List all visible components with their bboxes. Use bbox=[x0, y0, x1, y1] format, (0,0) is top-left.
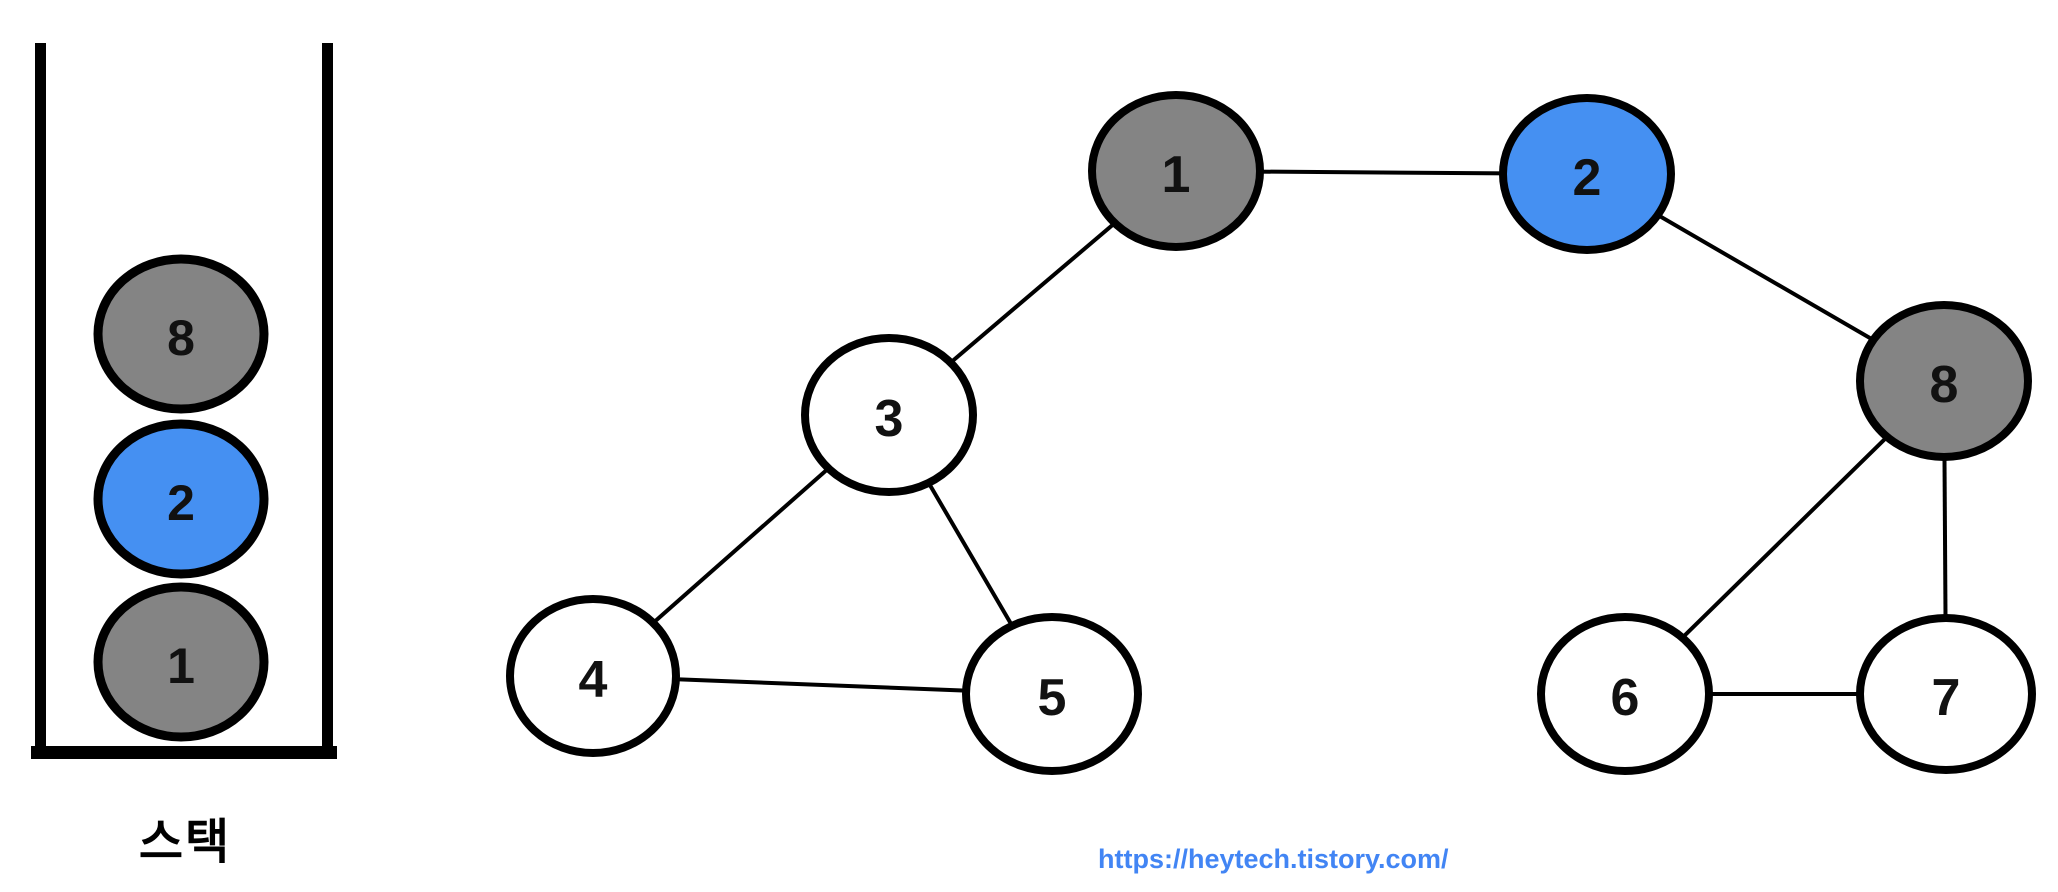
graph-node-label: 6 bbox=[1611, 669, 1640, 727]
graph-edges bbox=[591, 169, 1948, 696]
stack-wall-left bbox=[35, 43, 46, 758]
graph-nodes: 1 2 3 4 5 6 7 8 bbox=[506, 91, 2036, 775]
stack-item-ellipse bbox=[93, 254, 269, 414]
graph-node-7: 7 bbox=[1856, 614, 2036, 774]
stack-item-ellipse bbox=[93, 582, 269, 742]
stack-item-value: 2 bbox=[167, 475, 195, 531]
stack-item-value: 8 bbox=[167, 310, 195, 366]
stack-container: 8 2 1 bbox=[31, 43, 337, 759]
stack-item-ellipse bbox=[93, 419, 269, 579]
graph-node-5: 5 bbox=[962, 613, 1142, 775]
graph-node-circle bbox=[506, 595, 680, 757]
stack-item-value: 1 bbox=[167, 638, 195, 694]
graph-node-3: 3 bbox=[801, 334, 977, 496]
graph-node-circle bbox=[962, 613, 1142, 775]
stack-base bbox=[31, 746, 337, 759]
graph-node-circle bbox=[1499, 94, 1675, 254]
graph-node-circle bbox=[801, 334, 977, 496]
stack-label: 스택 bbox=[138, 816, 232, 869]
graph-node-label: 1 bbox=[1162, 146, 1191, 204]
graph-node-6: 6 bbox=[1537, 613, 1713, 775]
graph-node-label: 2 bbox=[1573, 149, 1602, 207]
footer-url-link[interactable]: https://heytech.tistory.com/ bbox=[1098, 844, 1449, 874]
graph-node-circle bbox=[1856, 301, 2032, 461]
graph-node-4: 4 bbox=[506, 595, 680, 757]
stack-item-1: 1 bbox=[93, 582, 269, 742]
graph-node-label: 5 bbox=[1038, 669, 1067, 727]
graph-node-2: 2 bbox=[1499, 94, 1675, 254]
graph-node-circle bbox=[1856, 614, 2036, 774]
graph-node-label: 7 bbox=[1932, 669, 1961, 727]
graph-node-circle bbox=[1088, 91, 1264, 251]
stack-wall-right bbox=[322, 43, 333, 758]
graph-node-label: 4 bbox=[579, 651, 608, 709]
graph-node-label: 3 bbox=[875, 390, 904, 448]
stack-item-2: 2 bbox=[93, 419, 269, 579]
graph-node-circle bbox=[1537, 613, 1713, 775]
graph-node-8: 8 bbox=[1856, 301, 2032, 461]
stack-item-8: 8 bbox=[93, 254, 269, 414]
graph-node-1: 1 bbox=[1088, 91, 1264, 251]
graph-node-label: 8 bbox=[1930, 356, 1959, 414]
